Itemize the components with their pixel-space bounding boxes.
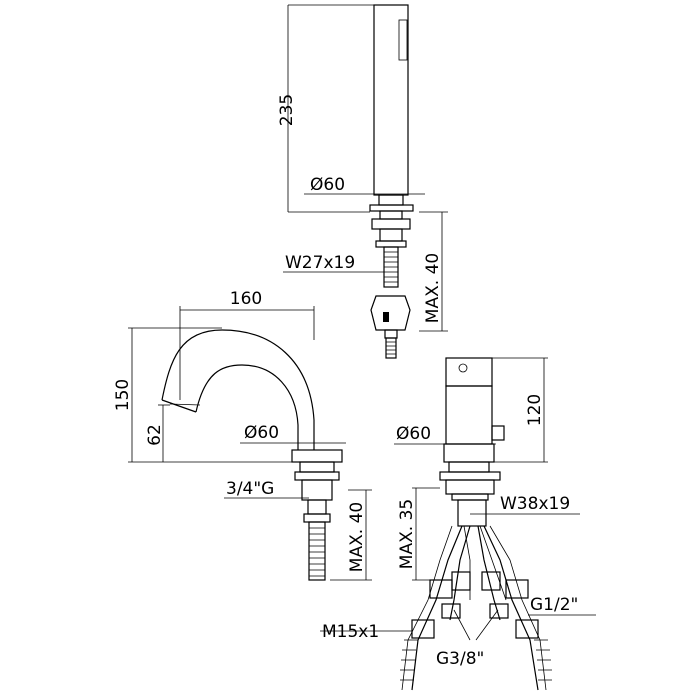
mixer-connection-g38-label: G3/8" bbox=[436, 649, 484, 669]
mixer-dimensions: 120 Ø60 MAX. 35 W38x19 M15x1 G3/8" G1/2" bbox=[320, 357, 596, 669]
hand-shower-diameter-label: Ø60 bbox=[310, 175, 345, 195]
spout-max-depth-label: MAX. 40 bbox=[347, 502, 367, 572]
spout bbox=[161, 329, 343, 581]
mixer-height-label: 120 bbox=[525, 394, 545, 426]
hand-shower-thread-label: W27x19 bbox=[285, 253, 355, 273]
spout-diameter-label: Ø60 bbox=[244, 423, 279, 443]
spout-thread-label: 3/4"G bbox=[226, 479, 274, 499]
spout-projection-label: 160 bbox=[230, 289, 262, 309]
hand-shower-height-label: 235 bbox=[277, 94, 297, 126]
mixer-connection-g12-label: G1/2" bbox=[530, 595, 578, 615]
spout-dimensions: 160 150 62 Ø60 3/4"G MAX. 40 bbox=[113, 289, 372, 581]
mixer bbox=[400, 357, 552, 691]
spout-height-label: 150 bbox=[113, 379, 133, 411]
mixer-thread-label: W38x19 bbox=[500, 494, 570, 514]
hand-shower-max-depth-label: MAX. 40 bbox=[423, 253, 443, 323]
mixer-connection-m-label: M15x1 bbox=[322, 622, 379, 642]
spout-outlet-height-label: 62 bbox=[145, 424, 165, 446]
mixer-diameter-label: Ø60 bbox=[396, 424, 431, 444]
mixer-max-depth-label: MAX. 35 bbox=[397, 499, 417, 569]
hand-shower bbox=[369, 4, 414, 359]
hand-shower-dimensions: 235 Ø60 W27x19 MAX. 40 bbox=[277, 4, 448, 332]
